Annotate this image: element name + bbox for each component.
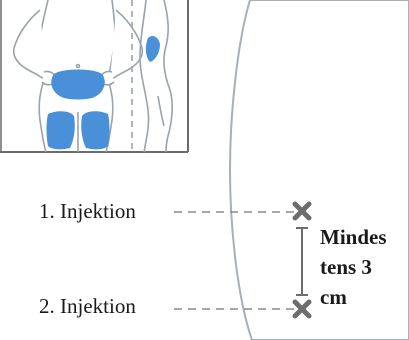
female-body-side-icon xyxy=(140,0,172,152)
side-injection-area xyxy=(146,36,160,62)
distance-label-line: tens 3 xyxy=(320,252,408,282)
first-injection-label: 1. Injektion xyxy=(39,201,136,222)
minimum-distance-label: Mindes tens 3 cm xyxy=(320,222,408,312)
left-thigh-injection-area xyxy=(47,111,75,149)
abdomen-injection-area xyxy=(51,70,105,100)
distance-label-line: cm xyxy=(320,282,408,312)
body-inset xyxy=(0,0,188,152)
second-injection-label: 2. Injektion xyxy=(39,296,136,317)
right-thigh-injection-area xyxy=(81,111,109,149)
distance-label-line: Mindes xyxy=(320,222,408,252)
